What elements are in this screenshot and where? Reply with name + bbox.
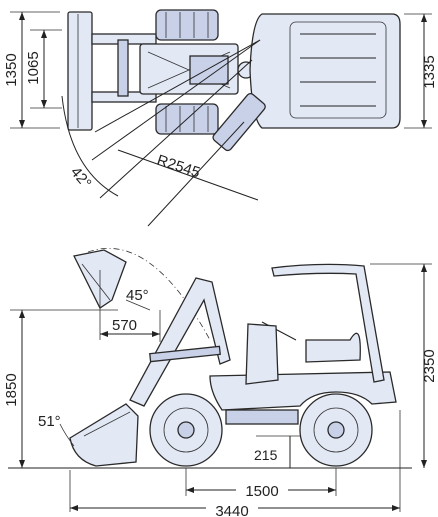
body-width-label: 1335 bbox=[421, 55, 438, 88]
dump-reach-dimension: 570 bbox=[100, 310, 161, 342]
bucket-top bbox=[67, 11, 93, 131]
overall-length-label: 3440 bbox=[215, 503, 248, 517]
rollback-angle-label: 51° bbox=[38, 413, 61, 430]
dump-height-label: 1850 bbox=[3, 373, 20, 406]
wheelbase-label: 1500 bbox=[245, 483, 278, 500]
wheelbase-dimension: 1500 bbox=[185, 468, 337, 500]
top-view: 1350 1065 bbox=[3, 9, 438, 227]
tread-width-dimension: 1065 bbox=[25, 29, 62, 109]
dump-reach-label: 570 bbox=[112, 317, 137, 334]
overall-height-label: 2350 bbox=[421, 349, 438, 382]
rear-wheel-turned bbox=[212, 92, 266, 152]
ground-clearance-dimension: 215 bbox=[254, 435, 300, 468]
dump-angle-label: 45° bbox=[126, 287, 149, 304]
overall-height-dimension: 2350 bbox=[370, 263, 438, 468]
lift-arm bbox=[129, 277, 231, 407]
operator-seat bbox=[305, 332, 361, 363]
chassis bbox=[209, 371, 397, 411]
overall-length-dimension: 3440 bbox=[69, 410, 401, 517]
ground-clearance-label: 215 bbox=[254, 447, 278, 463]
turning-radius-label: R2545 bbox=[155, 152, 202, 182]
body-width-dimension: 1335 bbox=[404, 13, 438, 129]
bucket-width-label: 1350 bbox=[3, 53, 20, 86]
tread-width-label: 1065 bbox=[25, 51, 42, 84]
front-wheel-top-1 bbox=[155, 9, 219, 41]
side-view: 1850 45° 570 51° bbox=[3, 248, 438, 517]
articulation-angle-label: 42° bbox=[67, 164, 95, 192]
lowered-bucket bbox=[69, 403, 139, 467]
canopy bbox=[271, 263, 385, 383]
canopy-top bbox=[249, 13, 401, 129]
bucket-width-dimension: 1350 bbox=[3, 11, 60, 129]
